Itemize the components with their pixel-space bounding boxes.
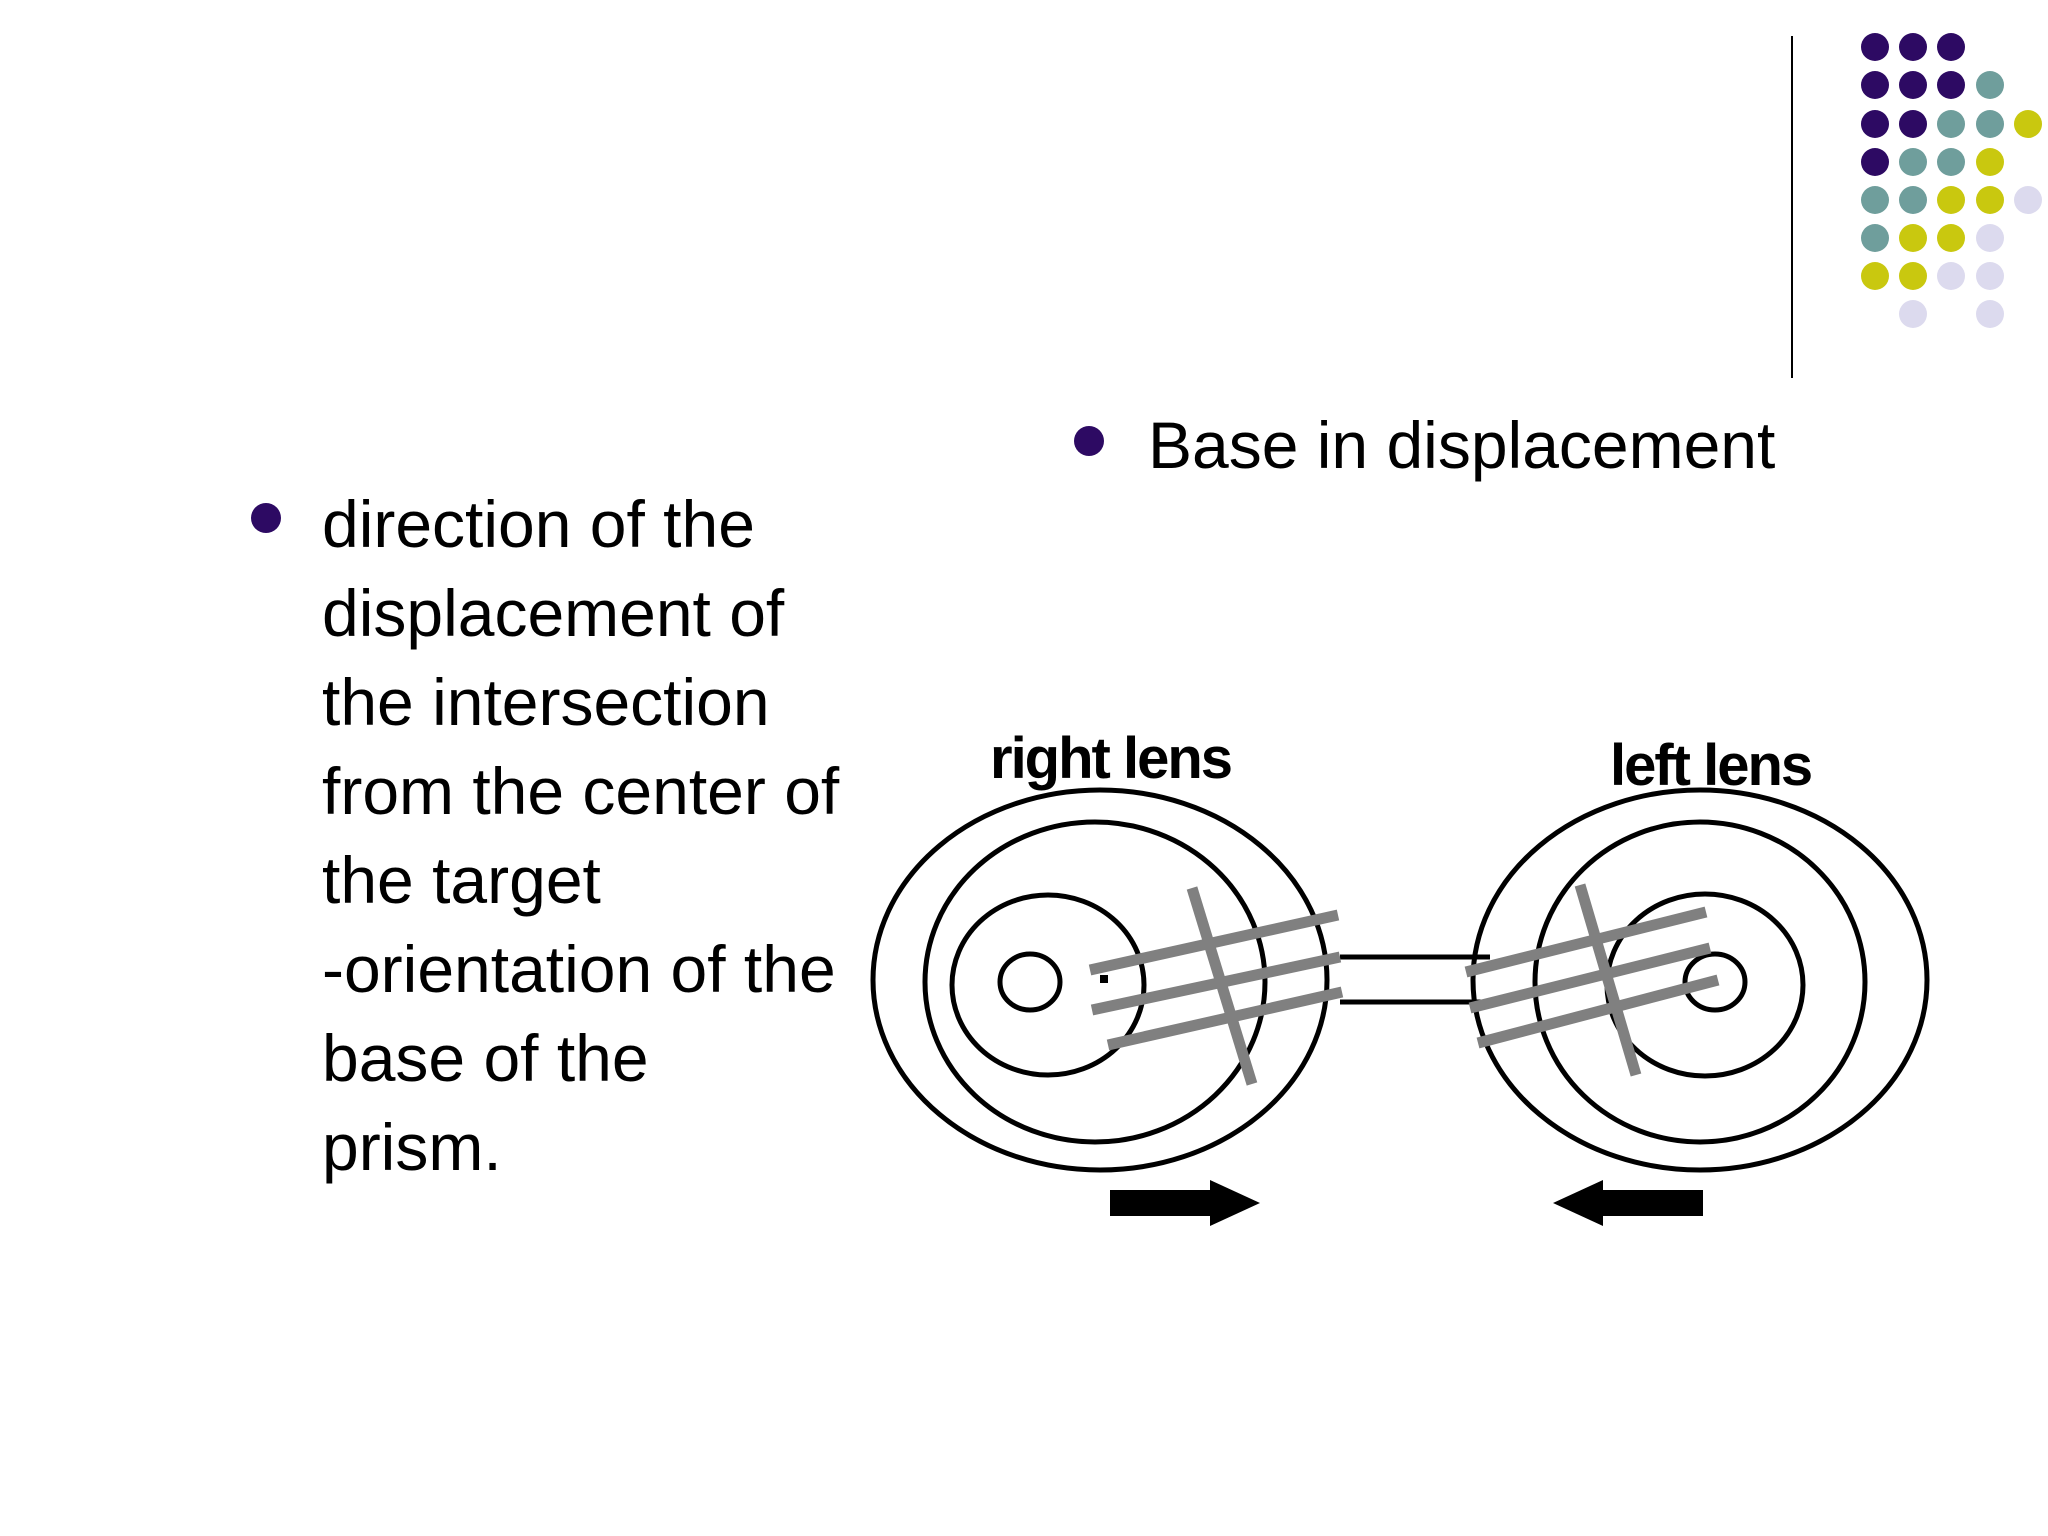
decorative-dot (1937, 262, 1965, 290)
decorative-dot (1899, 224, 1927, 252)
decorative-dot (1976, 262, 2004, 290)
decorative-dot (1937, 224, 1965, 252)
right-lens-ring-inner (997, 951, 1063, 1013)
decorative-divider-line (1791, 36, 1793, 378)
lens-displacement-diagram: right lens left lens (870, 726, 1930, 1226)
decorative-dot (1861, 262, 1889, 290)
bullet-base-in-displacement: Base in displacement (1148, 401, 1775, 490)
left-pointing-arrow-icon (1553, 1180, 1703, 1226)
bullet-line: direction of the (322, 487, 755, 561)
decorative-dot (1899, 262, 1927, 290)
decorative-dot (1937, 110, 1965, 138)
decorative-dot (1976, 71, 2004, 99)
left-lens-ring-outer (1532, 819, 1868, 1145)
bullet-line: the intersection (322, 665, 770, 739)
decorative-dot (1861, 71, 1889, 99)
decorative-dot (1899, 300, 1927, 328)
decorative-dot (1899, 33, 1927, 61)
decorative-dot (1937, 186, 1965, 214)
decorative-dot (1861, 110, 1889, 138)
right-lens (870, 787, 1330, 1173)
decorative-dot-grid (1861, 33, 2042, 328)
decorative-dot (1976, 186, 2004, 214)
bullet-displacement-description: direction of the displacement of the int… (322, 480, 922, 1192)
bullet-marker (1074, 426, 1104, 456)
decorative-dot (1937, 71, 1965, 99)
decorative-dot (1899, 71, 1927, 99)
decorative-dot (1937, 148, 1965, 176)
decorative-dot (1976, 300, 2004, 328)
decorative-dot (1937, 33, 1965, 61)
decorative-dot (1899, 186, 1927, 214)
decorative-dot (2014, 110, 2042, 138)
decorative-dot (1976, 148, 2004, 176)
bullet-line: base of the (322, 1021, 649, 1095)
bullet-line: displacement of (322, 576, 785, 650)
right-lens-ring-middle (949, 892, 1147, 1078)
bullet-line: -orientation of the (322, 932, 836, 1006)
decorative-dot (1976, 224, 2004, 252)
decorative-dot (1861, 186, 1889, 214)
decorative-dot (1976, 110, 2004, 138)
decorative-dot (1861, 224, 1889, 252)
left-lens-label: left lens (1610, 733, 1811, 798)
bullet-marker (251, 503, 281, 533)
right-lens-label: right lens (990, 726, 1231, 791)
decorative-dot (2014, 186, 2042, 214)
bullet-line: prism. (322, 1110, 502, 1184)
bullet-line: the target (322, 843, 601, 917)
decorative-dot (1861, 148, 1889, 176)
right-pointing-arrow-icon (1110, 1180, 1260, 1226)
bullet-line: from the center of (322, 754, 840, 828)
lens-bridge (1340, 954, 1490, 1005)
right-lens-ring-outer (922, 819, 1268, 1145)
decorative-dot (1899, 110, 1927, 138)
decorative-dot (1899, 148, 1927, 176)
left-lens (1470, 787, 1930, 1173)
right-lens-crosshair (1088, 886, 1344, 1086)
left-lens-crosshair (1464, 883, 1720, 1077)
bullet-text: Base in displacement (1148, 408, 1776, 482)
decorative-dot (1861, 33, 1889, 61)
left-lens-ring-inner (1682, 951, 1748, 1013)
